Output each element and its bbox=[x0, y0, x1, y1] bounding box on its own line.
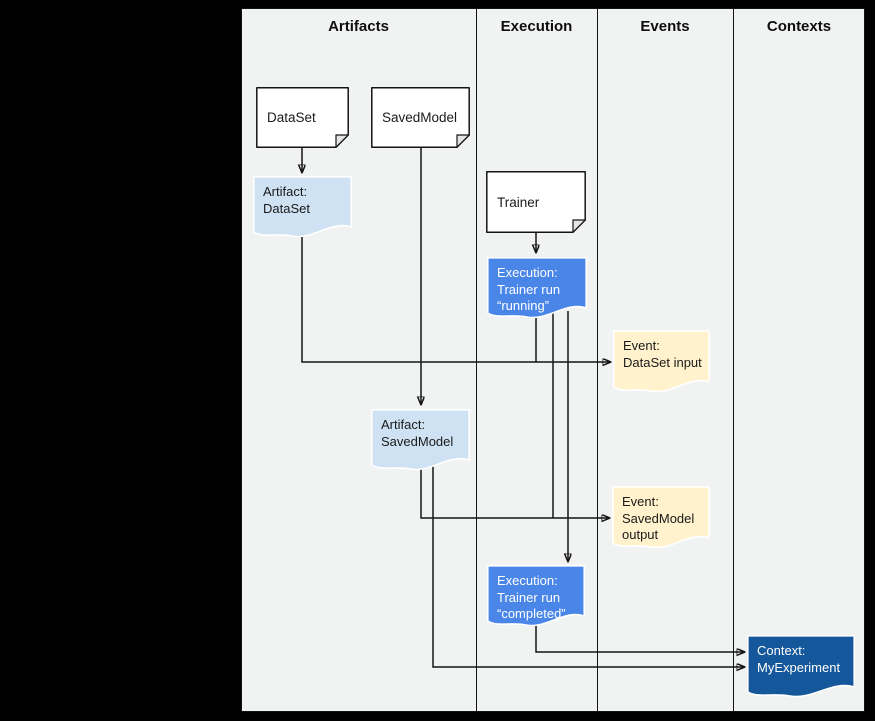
column-header-artifacts: Artifacts bbox=[328, 18, 389, 35]
label-line: Trainer run bbox=[497, 589, 561, 605]
event-savedmodel-output-label: Event: SavedModel output bbox=[612, 486, 710, 544]
label-line: Trainer run bbox=[497, 281, 561, 297]
event-savedmodel-output-node[interactable]: Event: SavedModel output bbox=[612, 486, 710, 549]
document-shape bbox=[371, 87, 470, 148]
execution-running-label: Execution: Trainer run “running” bbox=[487, 257, 587, 315]
label-line: SavedModel bbox=[622, 510, 695, 526]
label-line: Artifact: bbox=[381, 417, 426, 432]
column-divider-3 bbox=[733, 8, 734, 712]
label-line: Artifact: bbox=[263, 184, 308, 199]
dataset-label: DataSet bbox=[267, 110, 316, 125]
wave-shape bbox=[747, 635, 855, 698]
label-line: Context: bbox=[757, 643, 806, 658]
wave-shape bbox=[613, 330, 710, 393]
context-myexperiment-node[interactable]: Context: MyExperiment bbox=[747, 635, 855, 698]
artifact-dataset-label: Artifact: DataSet bbox=[253, 176, 352, 217]
label-line: DataSet bbox=[263, 200, 310, 216]
artifact-dataset-node[interactable]: Artifact: DataSet bbox=[253, 176, 352, 238]
savedmodel-label: SavedModel bbox=[382, 110, 458, 125]
execution-completed-node[interactable]: Execution: Trainer run “completed” bbox=[487, 565, 585, 627]
column-header-events: Events bbox=[640, 18, 690, 35]
label-line: Execution: bbox=[497, 573, 558, 588]
column-header-execution: Execution bbox=[500, 18, 573, 35]
column-divider-1 bbox=[476, 8, 477, 712]
label-line: “completed” bbox=[497, 606, 566, 621]
column-header-contexts: Contexts bbox=[766, 18, 832, 35]
execution-completed-label: Execution: Trainer run “completed” bbox=[487, 565, 585, 623]
execution-running-node[interactable]: Execution: Trainer run “running” bbox=[487, 257, 587, 319]
dataset-document-node[interactable]: DataSet bbox=[256, 87, 349, 148]
label-line: MyExperiment bbox=[757, 659, 841, 675]
artifact-savedmodel-label: Artifact: SavedModel bbox=[371, 409, 470, 450]
column-divider-2 bbox=[597, 8, 598, 712]
wave-shape bbox=[371, 409, 470, 471]
savedmodel-document-node[interactable]: SavedModel bbox=[371, 87, 470, 148]
wave-shape bbox=[253, 176, 352, 238]
event-dataset-input-label: Event: DataSet input bbox=[613, 330, 710, 371]
label-line: Event: bbox=[623, 338, 660, 353]
trainer-document-node[interactable]: Trainer bbox=[486, 171, 586, 233]
document-shape bbox=[256, 87, 349, 148]
label-line: output bbox=[622, 527, 659, 542]
label-line: DataSet input bbox=[623, 354, 702, 370]
label-line: Execution: bbox=[497, 265, 558, 280]
label-line: Event: bbox=[622, 494, 659, 509]
context-myexperiment-label: Context: MyExperiment bbox=[747, 635, 855, 676]
artifact-savedmodel-node[interactable]: Artifact: SavedModel bbox=[371, 409, 470, 471]
event-dataset-input-node[interactable]: Event: DataSet input bbox=[613, 330, 710, 393]
label-line: “running” bbox=[497, 298, 550, 313]
document-shape bbox=[486, 171, 586, 233]
trainer-label: Trainer bbox=[497, 194, 540, 210]
label-line: SavedModel bbox=[381, 433, 454, 449]
